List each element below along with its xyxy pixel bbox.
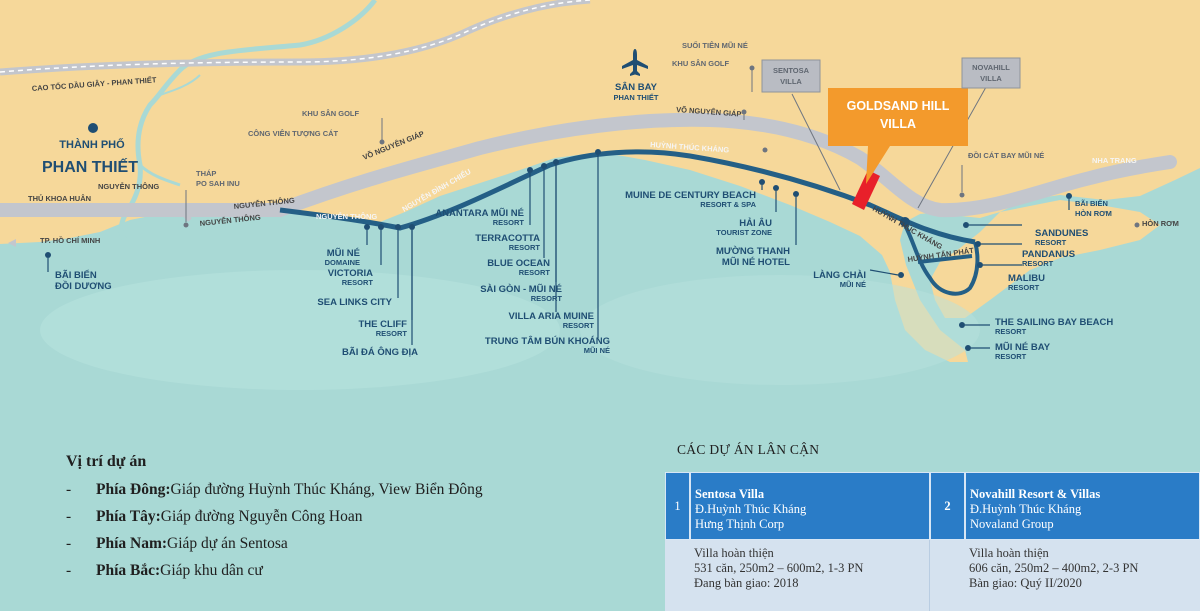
svg-text:DOMAINE: DOMAINE: [325, 258, 360, 267]
project-1-details: Villa hoàn thiện 531 căn, 250m2 – 600m2,…: [665, 540, 930, 611]
svg-text:NOVAHILL: NOVAHILL: [972, 63, 1010, 72]
svg-text:SEA LINKS CITY: SEA LINKS CITY: [317, 297, 392, 308]
svg-text:VICTORIA: VICTORIA: [328, 268, 373, 279]
airplane-icon: [622, 49, 648, 76]
cape-road-loop: [903, 224, 980, 296]
airport-label-1: SÂN BAY: [615, 81, 658, 93]
svg-text:VILLA: VILLA: [980, 74, 1002, 83]
novahill-villa-box: NOVAHILL VILLA: [961, 57, 1021, 89]
svg-text:MUINE DE CENTURY BEACH: MUINE DE CENTURY BEACH: [625, 190, 756, 201]
svg-text:RESORT: RESORT: [1008, 283, 1040, 292]
mui-ne-cape: [930, 200, 1160, 318]
goldsand-title-1: GOLDSAND HILL: [847, 99, 950, 113]
nearby-table: 1 Sentosa Villa Đ.Huỳnh Thúc Kháng Hưng …: [665, 472, 1200, 611]
svg-text:RESORT: RESORT: [493, 218, 525, 227]
airport-label-2: PHAN THIẾT: [614, 92, 659, 102]
project-2-header: Novahill Resort & Villas Đ.Huỳnh Thúc Kh…: [965, 472, 1200, 540]
svg-text:MŨI NÉ BAY: MŨI NÉ BAY: [995, 342, 1051, 353]
coastal-road: [279, 149, 976, 245]
label-thap-2: PO SAH INU: [196, 179, 240, 188]
svg-text:BÃI ĐÁ ÔNG ĐỊA: BÃI ĐÁ ÔNG ĐỊA: [342, 346, 418, 358]
svg-text:RESORT: RESORT: [519, 268, 551, 277]
label-cong-vien: CÔNG VIÊN TƯỢNG CÁT: [248, 129, 339, 138]
svg-text:SANDUNES: SANDUNES: [1035, 228, 1088, 239]
svg-text:TOURIST ZONE: TOURIST ZONE: [716, 228, 772, 237]
city-label-2: PHAN THIẾT: [42, 157, 138, 176]
svg-text:VILLA: VILLA: [780, 77, 802, 86]
project-2-details: Villa hoàn thiện 606 căn, 250m2 – 400m2,…: [930, 540, 1200, 611]
svg-text:RESORT & SPA: RESORT & SPA: [700, 200, 756, 209]
city-label-1: THÀNH PHỐ: [59, 137, 125, 151]
poi-markers: [45, 123, 1072, 351]
svg-text:THE CLIFF: THE CLIFF: [358, 319, 407, 330]
svg-text:RESORT: RESORT: [563, 321, 595, 330]
project-2-number: 2: [930, 472, 965, 540]
label-thap-1: THÁP: [196, 169, 216, 178]
road-label-hon-rom: HÒN RƠM: [1142, 219, 1179, 228]
svg-text:MŨI NÉ: MŨI NÉ: [327, 248, 360, 259]
road-label-hcm: TP. HỒ CHÍ MINH: [40, 235, 100, 245]
svg-text:HẢI ÂU: HẢI ÂU: [739, 217, 772, 229]
svg-text:BÃI BIỂN: BÃI BIỂN: [1075, 199, 1108, 208]
svg-text:SENTOSA: SENTOSA: [773, 66, 810, 75]
goldsand-hill-site: [852, 170, 880, 210]
goldsand-title-2: VILLA: [880, 117, 916, 131]
road-label-nt-1: NGUYỄN THÔNG: [98, 182, 159, 191]
project-1-header: Sentosa Villa Đ.Huỳnh Thúc Kháng Hưng Th…: [690, 472, 930, 540]
arrow-icon-west: [8, 239, 16, 247]
project-1-number: 1: [665, 472, 690, 540]
svg-text:MŨI NÉ HOTEL: MŨI NÉ HOTEL: [722, 257, 790, 268]
svg-text:TRUNG TÂM BÚN KHOÁNG: TRUNG TÂM BÚN KHOÁNG: [485, 335, 610, 347]
svg-text:RESORT: RESORT: [995, 352, 1027, 361]
label-doi-cat: ĐỒI CÁT BAY MŨI NÉ: [968, 150, 1044, 160]
svg-text:ANANTARA MŨI NÉ: ANANTARA MŨI NÉ: [435, 208, 524, 219]
label-golf-west: KHU SÂN GOLF: [302, 109, 360, 118]
label-golf-east: KHU SÂN GOLF: [672, 59, 730, 68]
sentosa-villa-box: SENTOSA VILLA: [761, 59, 821, 93]
location-north: -Phía Bắc: Giáp khu dân cư: [66, 562, 263, 579]
svg-text:ĐỒI DƯƠNG: ĐỒI DƯƠNG: [55, 280, 112, 292]
svg-text:RESORT: RESORT: [995, 327, 1027, 336]
road-label-tkh: THỦ KHOA HUÂN: [28, 194, 91, 203]
svg-text:HÒN RƠM: HÒN RƠM: [1075, 209, 1112, 218]
svg-text:MŨI NÉ: MŨI NÉ: [840, 280, 866, 289]
svg-text:RESORT: RESORT: [376, 329, 408, 338]
arrow-icon-east: [1162, 158, 1172, 166]
svg-text:LÀNG CHÀI: LÀNG CHÀI: [813, 270, 866, 281]
vo-nguyen-giap-road: [0, 112, 1177, 218]
svg-text:BLUE OCEAN: BLUE OCEAN: [487, 258, 550, 269]
land-markers: [183, 65, 1140, 228]
svg-text:MƯỜNG THANH: MƯỜNG THANH: [716, 245, 790, 257]
svg-text:RESORT: RESORT: [1022, 259, 1054, 268]
svg-text:MŨI NÉ: MŨI NÉ: [584, 346, 610, 355]
svg-text:RESORT: RESORT: [1035, 238, 1067, 247]
label-suoi-tien: SUỐI TIÊN MŨI NÉ: [682, 40, 748, 50]
svg-text:BÃI BIỂN: BÃI BIỂN: [55, 269, 97, 281]
poi-labels: BÃI BIỂN ĐỒI DƯƠNG MŨI NÉ DOMAINE VICTOR…: [55, 190, 1113, 361]
nearby-title: CÁC DỰ ÁN LÂN CẬN: [677, 442, 820, 457]
road-label-nt-4: NGUYỄN THÔNG: [316, 212, 377, 221]
svg-text:SÀI GÒN - MŨI NÉ: SÀI GÒN - MŨI NÉ: [480, 283, 562, 295]
svg-text:RESORT: RESORT: [531, 294, 563, 303]
location-title: Vị trí dự án: [66, 453, 147, 470]
location-south: -Phía Nam: Giáp dự án Sentosa: [66, 535, 288, 552]
location-panel: Vị trí dự án -Phía Đông: Giáp đường Huỳn…: [66, 453, 586, 589]
goldsand-hill-callout: GOLDSAND HILL VILLA: [828, 88, 968, 184]
location-east: -Phía Đông: Giáp đường Huỳnh Thúc Kháng,…: [66, 481, 483, 498]
svg-text:MALIBU: MALIBU: [1008, 273, 1045, 284]
svg-text:THE SAILING BAY BEACH: THE SAILING BAY BEACH: [995, 317, 1113, 328]
svg-text:RESORT: RESORT: [509, 243, 541, 252]
svg-text:PANDANUS: PANDANUS: [1022, 249, 1075, 260]
road-label-nha-trang: NHA TRANG: [1092, 156, 1137, 165]
area-map: GOLDSAND HILL VILLA SENTOSA VILLA NOVAHI…: [0, 0, 1200, 362]
svg-text:RESORT: RESORT: [342, 278, 374, 287]
svg-text:TERRACOTTA: TERRACOTTA: [475, 233, 540, 244]
location-west: -Phía Tây: Giáp đường Nguyễn Công Hoan: [66, 508, 363, 525]
svg-text:VILLA ARIA MUINE: VILLA ARIA MUINE: [509, 311, 595, 322]
